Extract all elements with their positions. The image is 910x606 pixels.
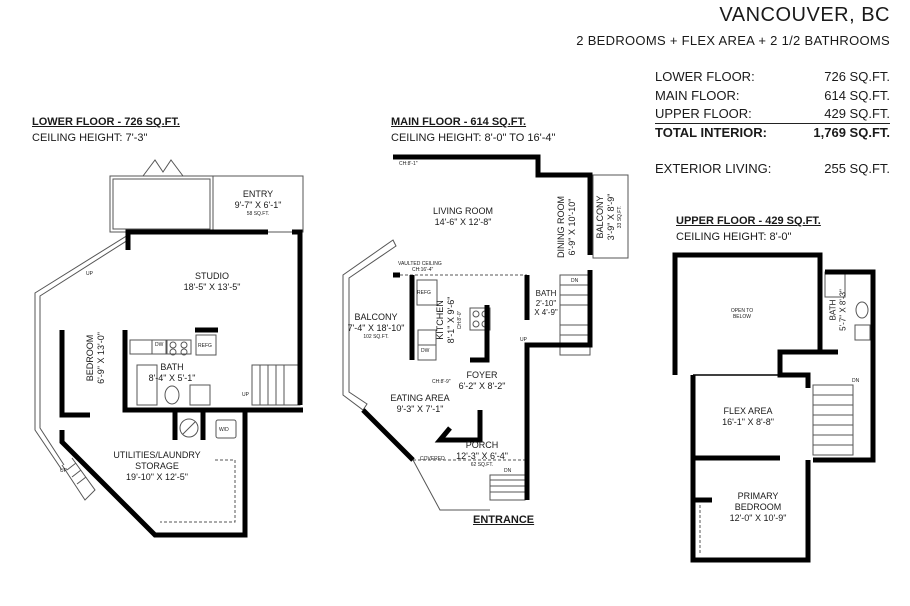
summary-row-upper: UPPER FLOOR: 429 SQ.FT. [655, 106, 890, 124]
upper-floor-title: UPPER FLOOR - 429 SQ.FT. [676, 215, 821, 227]
washer-dryer-label: W/D [219, 427, 229, 433]
main-floor-title: MAIN FLOOR - 614 SQ.FT. [391, 116, 527, 128]
upper-stairs [812, 384, 854, 456]
summary-row-main: MAIN FLOOR: 614 SQ.FT. [655, 88, 890, 103]
main-left-balcony-outline [342, 239, 397, 411]
washer-dryer [215, 419, 237, 439]
lower-side-deck [34, 234, 129, 471]
living-ceiling-height: CH:8'-1" [399, 161, 418, 167]
summary-value: 255 SQ.FT. [824, 161, 890, 176]
main-stairs-down [489, 474, 526, 501]
foyer-ceiling-height: CH:8'-9" [432, 379, 451, 385]
porch-outline [412, 459, 490, 511]
lower-stairs-right [251, 364, 301, 406]
main-refrigerator-label: REFG [417, 290, 431, 296]
summary-row-lower: LOWER FLOOR: 726 SQ.FT. [655, 69, 890, 84]
summary-row-total: TOTAL INTERIOR: 1,769 SQ.FT. [655, 125, 890, 140]
summary-label: TOTAL INTERIOR: [655, 125, 767, 140]
bathtub [136, 364, 158, 406]
summary-value: 614 SQ.FT. [824, 88, 890, 103]
main-right-balcony-outline [592, 174, 629, 259]
upper-toilet [855, 301, 869, 319]
summary-label: MAIN FLOOR: [655, 88, 740, 103]
summary-value: 429 SQ.FT. [824, 106, 890, 121]
refrigerator-label: REFG [198, 343, 212, 349]
summary-label: UPPER FLOOR: [655, 106, 752, 121]
summary-label: LOWER FLOOR: [655, 69, 755, 84]
main-dishwasher-label: DW [421, 348, 430, 354]
walls [59, 154, 876, 563]
patio-doors [142, 159, 184, 177]
stove [166, 339, 192, 355]
storage-closet [160, 459, 236, 523]
dishwasher-label: DW [155, 342, 164, 348]
summary-row-exterior: EXTERIOR LIVING: 255 SQ.FT. [655, 161, 890, 176]
vaulted-ceiling-note: VAULTED CEILING CH:16'-4" [398, 261, 442, 273]
entrance-label: ENTRANCE [473, 514, 535, 526]
main-floor-ceiling: CEILING HEIGHT: 8'-0" TO 16'-4" [391, 132, 556, 144]
stairs-down-label: DN [571, 278, 579, 284]
furnace [179, 418, 199, 438]
stairs-up-label: UP [60, 468, 67, 474]
upper-floor-ceiling: CEILING HEIGHT: 8'-0" [676, 231, 792, 243]
lower-stairs-left [61, 457, 96, 501]
summary-value: 726 SQ.FT. [824, 69, 890, 84]
main-fridge [416, 279, 438, 306]
vanity [189, 384, 211, 406]
property-summary-subtitle: 2 BEDROOMS + FLEX AREA + 2 1/2 BATHROOMS [576, 33, 890, 48]
lower-floor-title: LOWER FLOOR - 726 SQ.FT. [32, 116, 180, 128]
stairs-up-label: UP [86, 271, 93, 277]
summary-label: EXTERIOR LIVING: [655, 161, 772, 176]
lower-floor-ceiling: CEILING HEIGHT: 7'-3" [32, 132, 148, 144]
summary-value: 1,769 SQ.FT. [813, 125, 890, 140]
main-dishwasher [417, 344, 437, 361]
covered-note: COVERED [420, 456, 445, 462]
stairs-up-label: UP [242, 392, 249, 398]
toilet [164, 385, 180, 405]
stairs-up-label: UP [520, 337, 527, 343]
stairs-down-label: DN [852, 378, 860, 384]
sink-counter [129, 339, 153, 355]
lower-patio-outline [109, 175, 214, 233]
stairs-down-label: DN [504, 468, 512, 474]
lower-fridge [195, 334, 217, 356]
main-cooktop [469, 307, 491, 331]
property-location-title: VANCOUVER, BC [719, 4, 890, 26]
